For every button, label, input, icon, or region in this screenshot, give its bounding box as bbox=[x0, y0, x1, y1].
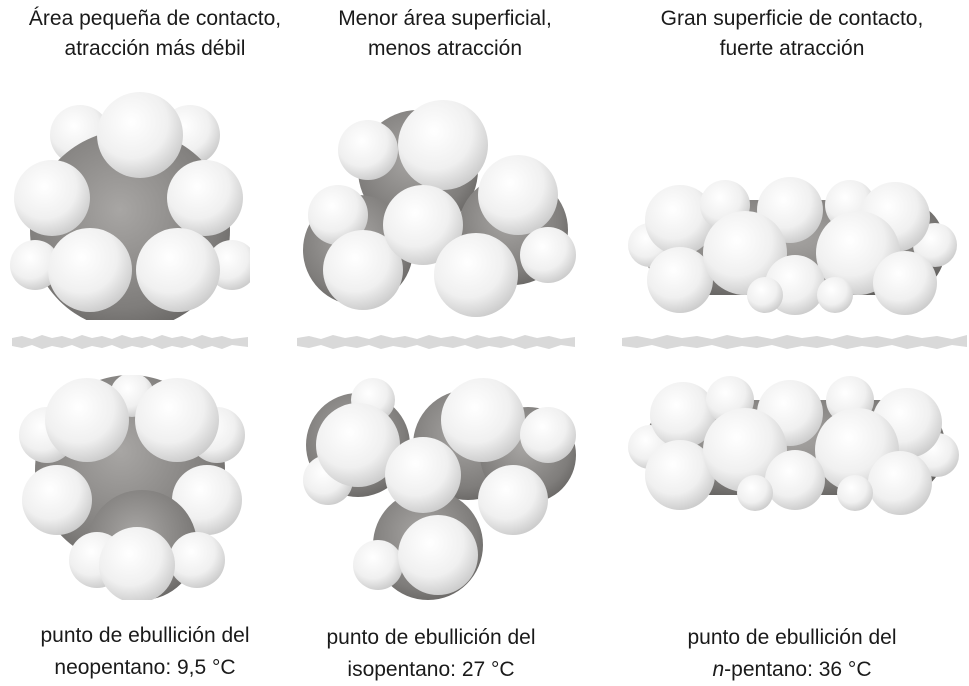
isopentane-title: Menor área superficial, menos atracción bbox=[300, 4, 590, 64]
title-line: fuerte atracción bbox=[719, 37, 865, 60]
title-line: menos atracción bbox=[367, 37, 523, 60]
caption-line: neopentano: 9,5 °C bbox=[54, 656, 236, 679]
divider-isopentane bbox=[297, 335, 575, 349]
divider-neopentane bbox=[12, 335, 248, 349]
n-pentane-caption: punto de ebullición del n-pentano: 36 °C bbox=[612, 622, 969, 686]
caption-line: punto de ebullición del bbox=[687, 626, 897, 649]
caption-line: punto de ebullición del bbox=[326, 626, 536, 649]
n-pentane-title: Gran superficie de contacto, fuerte atra… bbox=[615, 4, 969, 64]
neopentane-title: Área pequeña de contacto, atracción más … bbox=[0, 4, 310, 64]
title-line: Gran superficie de contacto, bbox=[660, 7, 924, 30]
title-line: Menor área superficial, bbox=[338, 7, 552, 30]
title-line: Área pequeña de contacto, bbox=[28, 7, 282, 30]
caption-line: punto de ebullición del bbox=[40, 624, 250, 647]
title-line: atracción más débil bbox=[64, 37, 246, 60]
caption-line: n-pentano: 36 °C bbox=[612, 654, 969, 686]
n-pentane-model-bottom bbox=[628, 376, 959, 515]
isopentane-model-top bbox=[303, 100, 576, 317]
neopentane-caption: punto de ebullición del neopentano: 9,5 … bbox=[0, 620, 290, 684]
n-pentane-model-top bbox=[628, 177, 957, 315]
isopentane-model-bottom bbox=[303, 378, 576, 600]
caption-line: isopentano: 27 °C bbox=[347, 658, 515, 681]
isopentane-caption: punto de ebullición del isopentano: 27 °… bbox=[290, 622, 572, 686]
italic-n: n bbox=[712, 658, 725, 681]
neopentane-model-top bbox=[10, 92, 250, 320]
divider-n-pentane bbox=[622, 335, 967, 349]
caption-rest: -pentano: 36 °C bbox=[724, 658, 872, 681]
neopentane-model-bottom bbox=[19, 375, 245, 600]
